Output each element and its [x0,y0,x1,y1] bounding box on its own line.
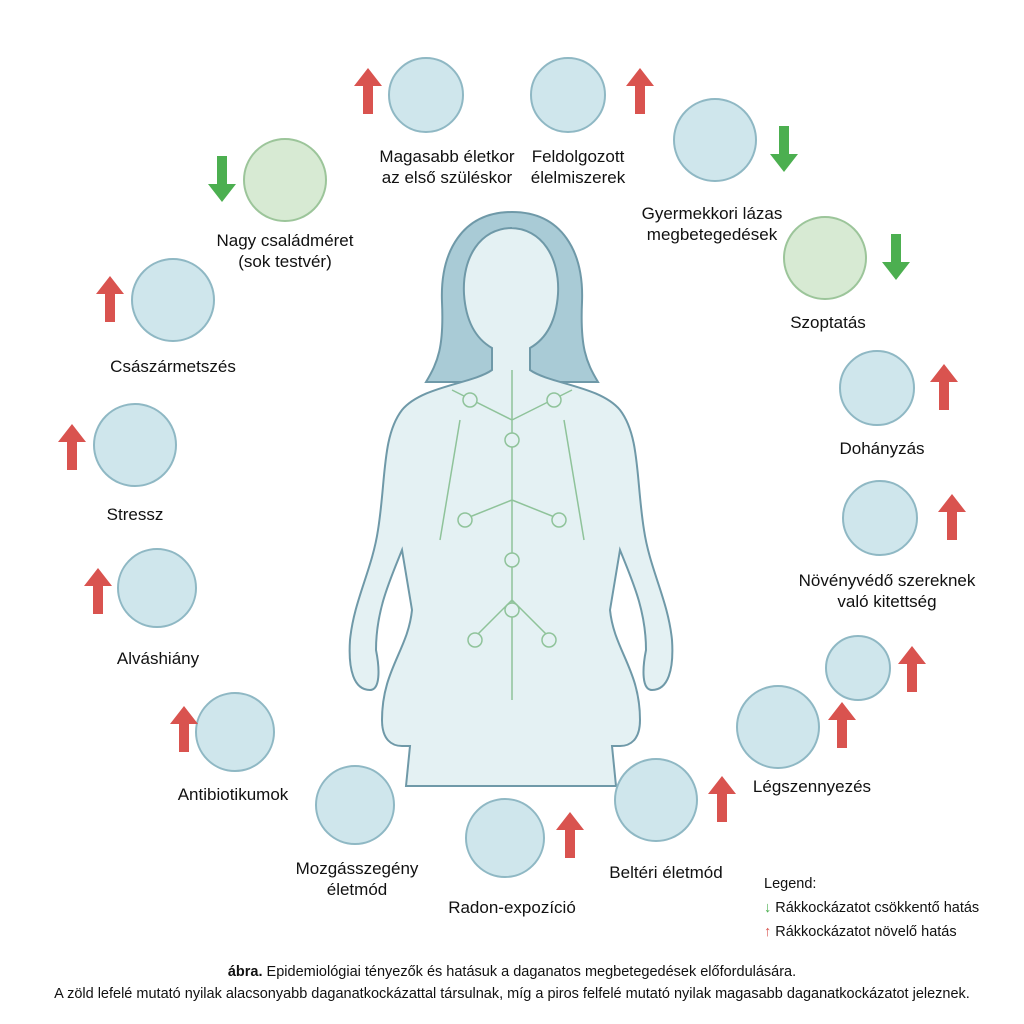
red-up-arrow-icon [626,68,654,114]
factor-label: Magasabb életkor az első szüléskor [379,147,515,187]
red-up-arrow-icon [708,776,736,822]
factor-label: Antibiotikumok [177,785,289,804]
smoke-spray-icon [825,635,891,701]
air-pollution-icon [736,685,820,769]
caesarean-belly-icon [131,258,215,342]
pesticide-spray-icon [842,480,918,556]
red-up-arrow-icon [898,646,926,692]
factor-label: Növényvédő szereknek való kitettség [798,571,976,611]
caption-line-1: ábra. Epidemiológiai tényezők és hatásuk… [0,962,1024,982]
legend-title: Legend: [764,876,817,892]
green-down-arrow-icon [770,126,798,172]
caption-line-2: A zöld lefelé mutató nyilak alacsonyabb … [54,986,970,1002]
factor-label: Radon-expozíció [448,898,576,917]
body-outline [348,227,674,787]
legend-increase-label: Rákkockázatot növelő hatás [775,924,957,940]
red-up-arrow-icon [58,424,86,470]
green-down-arrow-icon [208,156,236,202]
factor-label: Dohányzás [839,439,925,458]
factor-label: Feldolgozott élelmiszerek [530,147,626,187]
red-up-arrow-icon [556,812,584,858]
lymphatic-vessels [439,370,585,700]
family-icon [243,138,327,222]
factor-label: Szoptatás [790,313,866,332]
pregnant-woman-icon [388,57,464,133]
sitting-person-icon [315,765,395,845]
caption-figure-label: ábra. [227,964,263,980]
red-up-arrow-icon [930,364,958,410]
red-up-arrow-icon [354,68,382,114]
factor-label: Császármetszés [110,357,236,376]
house-icon [614,758,698,842]
stressed-person-icon [93,403,177,487]
pills-icon [195,692,275,772]
factor-label: Stressz [106,505,164,524]
cigarette-icon [839,350,915,426]
factor-label: Gyermekkori lázas megbetegedések [641,204,783,244]
child-fever-thermometer-icon [673,98,757,182]
red-up-arrow-icon [84,568,112,614]
breastfeeding-icon [783,216,867,300]
legend-decrease-label: Rákkockázatot csökkentő hatás [775,900,980,916]
factor-label: Beltéri életmód [609,863,723,882]
processed-food-icon [530,57,606,133]
factor-label: Légszennyezés [752,777,872,796]
red-up-arrow-icon [828,702,856,748]
caption-title: Epidemiológiai tényezők és hatásuk a dag… [262,964,797,980]
factor-label: Nagy családméret (sok testvér) [216,231,354,271]
factor-label: Mozgásszegény életmód [295,859,419,899]
red-up-arrow-icon: ↑ [764,924,772,940]
legend: Legend: ↓Rákkockázatot csökkentő hatás ↑… [764,872,979,944]
red-up-arrow-icon [96,276,124,322]
sleeping-in-bed-icon [117,548,197,628]
red-up-arrow-icon [938,494,966,540]
green-down-arrow-icon [882,234,910,280]
radiation-icon [465,798,545,878]
green-down-arrow-icon: ↓ [764,900,772,916]
red-up-arrow-icon [170,706,198,752]
factor-label: Alváshiány [116,649,200,668]
